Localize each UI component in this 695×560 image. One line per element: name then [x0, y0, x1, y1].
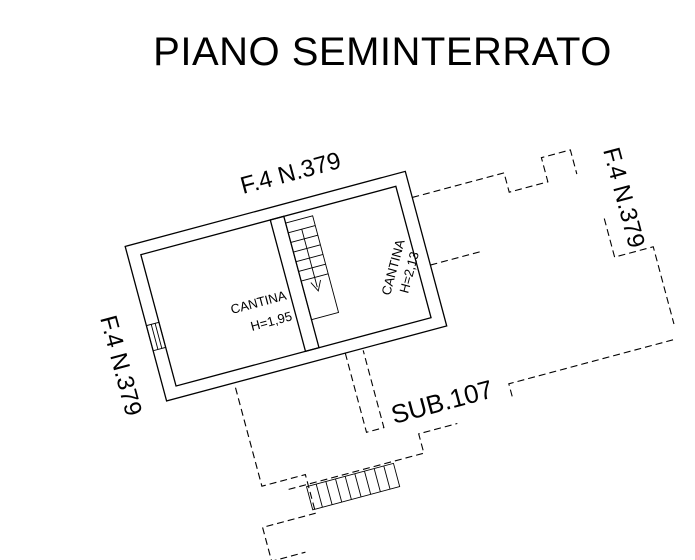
- sub-area-label: SUB.107: [388, 374, 496, 430]
- boundary-label-right: F.4 N.379: [597, 145, 650, 251]
- sub107-outline-top: [412, 149, 578, 198]
- sub107-outline-right: [603, 218, 675, 325]
- plan-title: PIANO SEMINTERRATO: [153, 30, 612, 74]
- room-1-height: H=1,95: [249, 308, 294, 333]
- sub107-outline-left: [234, 387, 317, 560]
- boundary-label-left: F.4 N.379: [94, 313, 147, 419]
- sub107-lower-wall: [288, 422, 458, 490]
- building-outer-wall: [124, 170, 448, 402]
- sub107-edge: [430, 250, 484, 266]
- staircase: [285, 215, 340, 321]
- sub107-inner-wall: [344, 350, 385, 433]
- window-left-wall: [145, 321, 167, 352]
- building-inner-wall: [140, 185, 432, 387]
- hatched-element: [305, 462, 401, 511]
- sub107-outline-bottom: [508, 339, 674, 399]
